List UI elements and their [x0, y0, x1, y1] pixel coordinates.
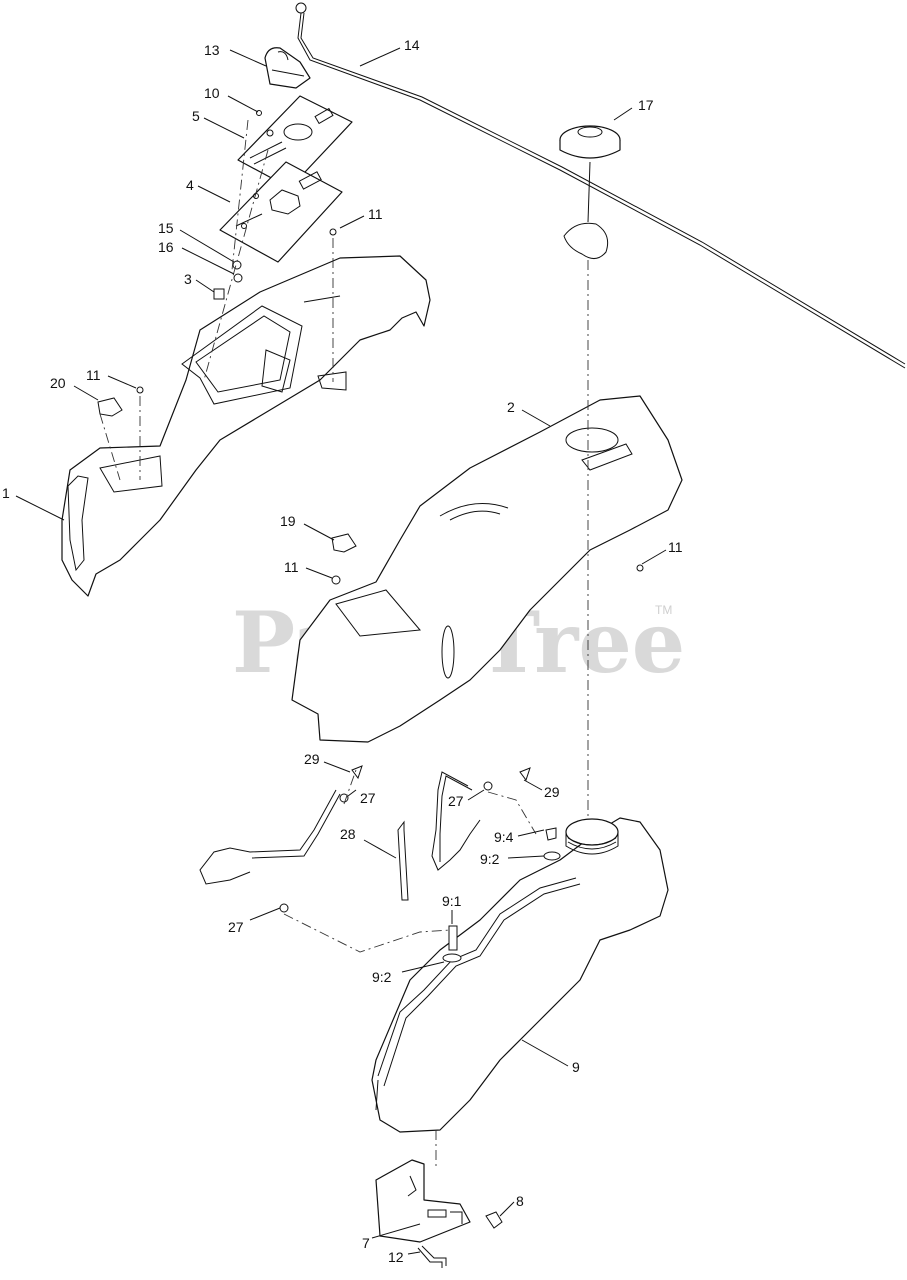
callout-11-b: 11: [86, 367, 101, 383]
callout-4: 4: [186, 177, 194, 193]
callout-10: 10: [204, 85, 220, 101]
callout-29-b: 29: [544, 784, 560, 800]
callout-11-c: 11: [284, 559, 299, 575]
part-28-strap: [397, 820, 409, 901]
part-2-body-panel: [291, 395, 683, 743]
callout-27-c: 27: [228, 919, 244, 935]
part-4-plate: [219, 161, 343, 263]
callout-1: 1: [2, 485, 10, 501]
callout-labels: 13 14 10 5 17 4 15 11 16 3 20 11 2 1 19 …: [2, 37, 683, 1265]
callout-27-a: 27: [360, 790, 376, 806]
callout-29-a: 29: [304, 751, 320, 767]
callout-5: 5: [192, 108, 200, 124]
callout-16: 16: [158, 239, 174, 255]
callout-28: 28: [340, 826, 356, 842]
callout-20: 20: [50, 375, 66, 391]
watermark-tm: TM: [655, 603, 672, 617]
part-13-lever: [264, 47, 311, 89]
part-7-bracket: [375, 1159, 471, 1243]
part-1-body-panel: [61, 255, 431, 597]
leader-lines: [15, 47, 667, 1255]
callout-17: 17: [638, 97, 654, 113]
callout-15: 15: [158, 220, 174, 236]
callout-27-b: 27: [448, 793, 464, 809]
callout-11-d: 11: [668, 539, 683, 555]
callout-9-1: 9:1: [442, 893, 462, 909]
part-12-clip: [417, 1245, 447, 1268]
callout-7: 7: [362, 1235, 370, 1251]
part-17-fuel-cap: [559, 125, 621, 259]
part-14-rod: [295, 2, 906, 369]
callout-13: 13: [204, 42, 220, 58]
fuel-lines: [199, 771, 481, 885]
hardware: [97, 110, 644, 1229]
callout-19: 19: [280, 513, 296, 529]
callout-9-2-a: 9:2: [480, 851, 500, 867]
assembly-lines: [99, 119, 589, 1170]
callout-11-a: 11: [368, 206, 383, 222]
callout-12: 12: [388, 1249, 404, 1265]
callout-8: 8: [516, 1193, 524, 1209]
callout-9: 9: [572, 1059, 580, 1075]
callout-9-4: 9:4: [494, 829, 514, 845]
part-9-fuel-tank: [371, 817, 669, 1133]
callout-9-2-b: 9:2: [372, 969, 392, 985]
callout-3: 3: [184, 271, 192, 287]
callout-2: 2: [507, 399, 515, 415]
callout-14: 14: [404, 37, 420, 53]
